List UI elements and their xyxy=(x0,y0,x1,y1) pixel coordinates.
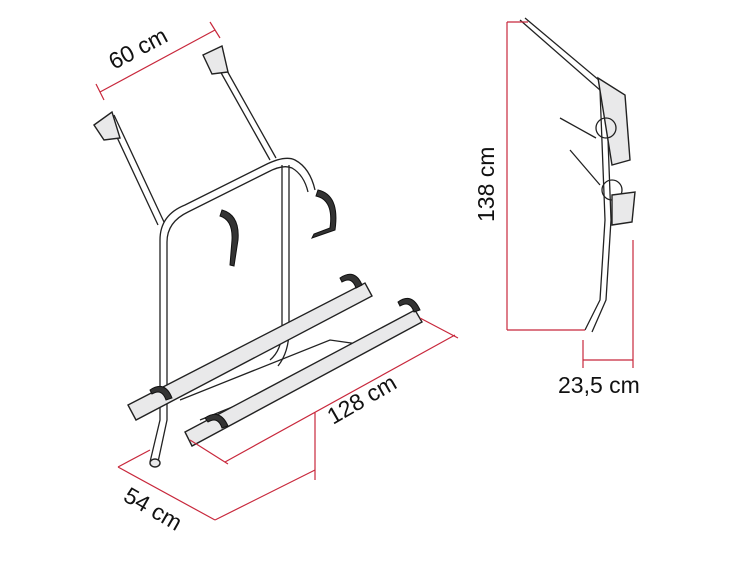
label-23-5cm: 23,5 cm xyxy=(558,372,640,398)
label-128cm: 128 cm xyxy=(323,369,401,429)
label-138cm: 138 cm xyxy=(473,147,499,222)
dimension-lines xyxy=(95,21,634,521)
rack-perspective-view xyxy=(93,44,423,468)
label-60cm: 60 cm xyxy=(104,22,172,74)
label-54cm: 54 cm xyxy=(120,482,187,536)
rack-side-view xyxy=(519,17,636,333)
